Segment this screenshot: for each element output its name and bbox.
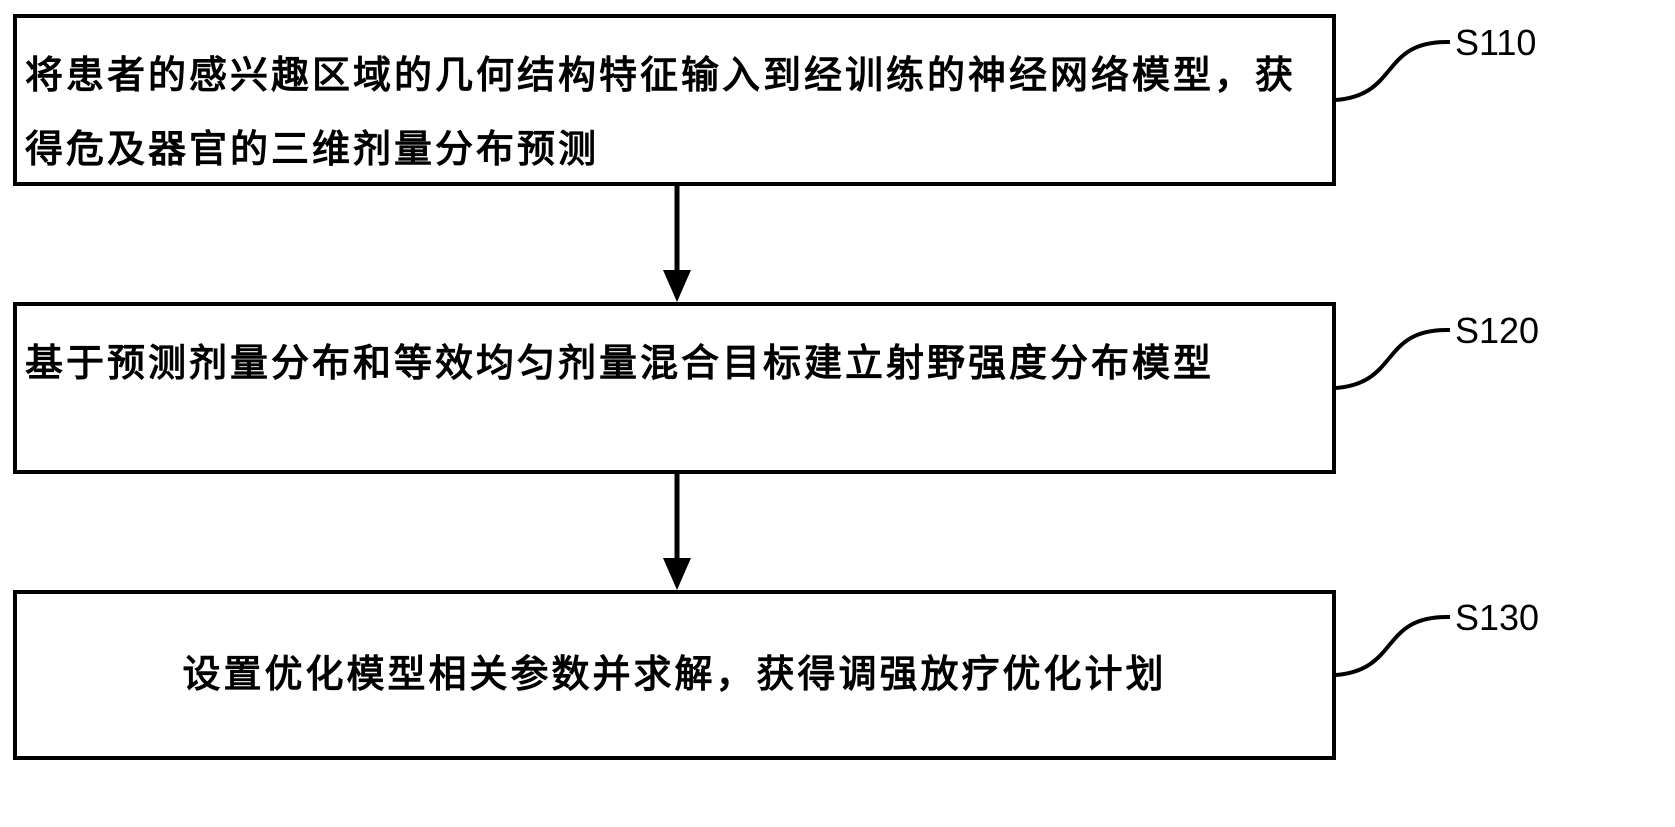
step-label-s110: S110	[1455, 22, 1537, 63]
arrow-s110-to-s120	[663, 186, 691, 302]
arrow-s120-to-s130	[663, 474, 691, 590]
step-box-s130: 设置优化模型相关参数并求解，获得调强放疗优化计划	[13, 590, 1336, 760]
step-text: 设置优化模型相关参数并求解，获得调强放疗优化计划	[182, 652, 1167, 696]
leader-s110	[1335, 39, 1451, 102]
leader-s120	[1335, 327, 1451, 390]
step-label-s120: S120	[1455, 310, 1540, 351]
step-box-s110: 将患者的感兴趣区域的几何结构特征输入到经训练的神经网络模型，获得危及器官的三维剂…	[13, 14, 1336, 186]
step-box-s120: 基于预测剂量分布和等效均匀剂量混合目标建立射野强度分布模型	[13, 302, 1336, 474]
step-label-s130: S130	[1455, 597, 1540, 638]
leader-s130	[1335, 614, 1451, 677]
step-text: 将患者的感兴趣区域的几何结构特征输入到经训练的神经网络模型，获得危及器官的三维剂…	[25, 53, 1297, 171]
step-text: 基于预测剂量分布和等效均匀剂量混合目标建立射野强度分布模型	[25, 341, 1215, 385]
